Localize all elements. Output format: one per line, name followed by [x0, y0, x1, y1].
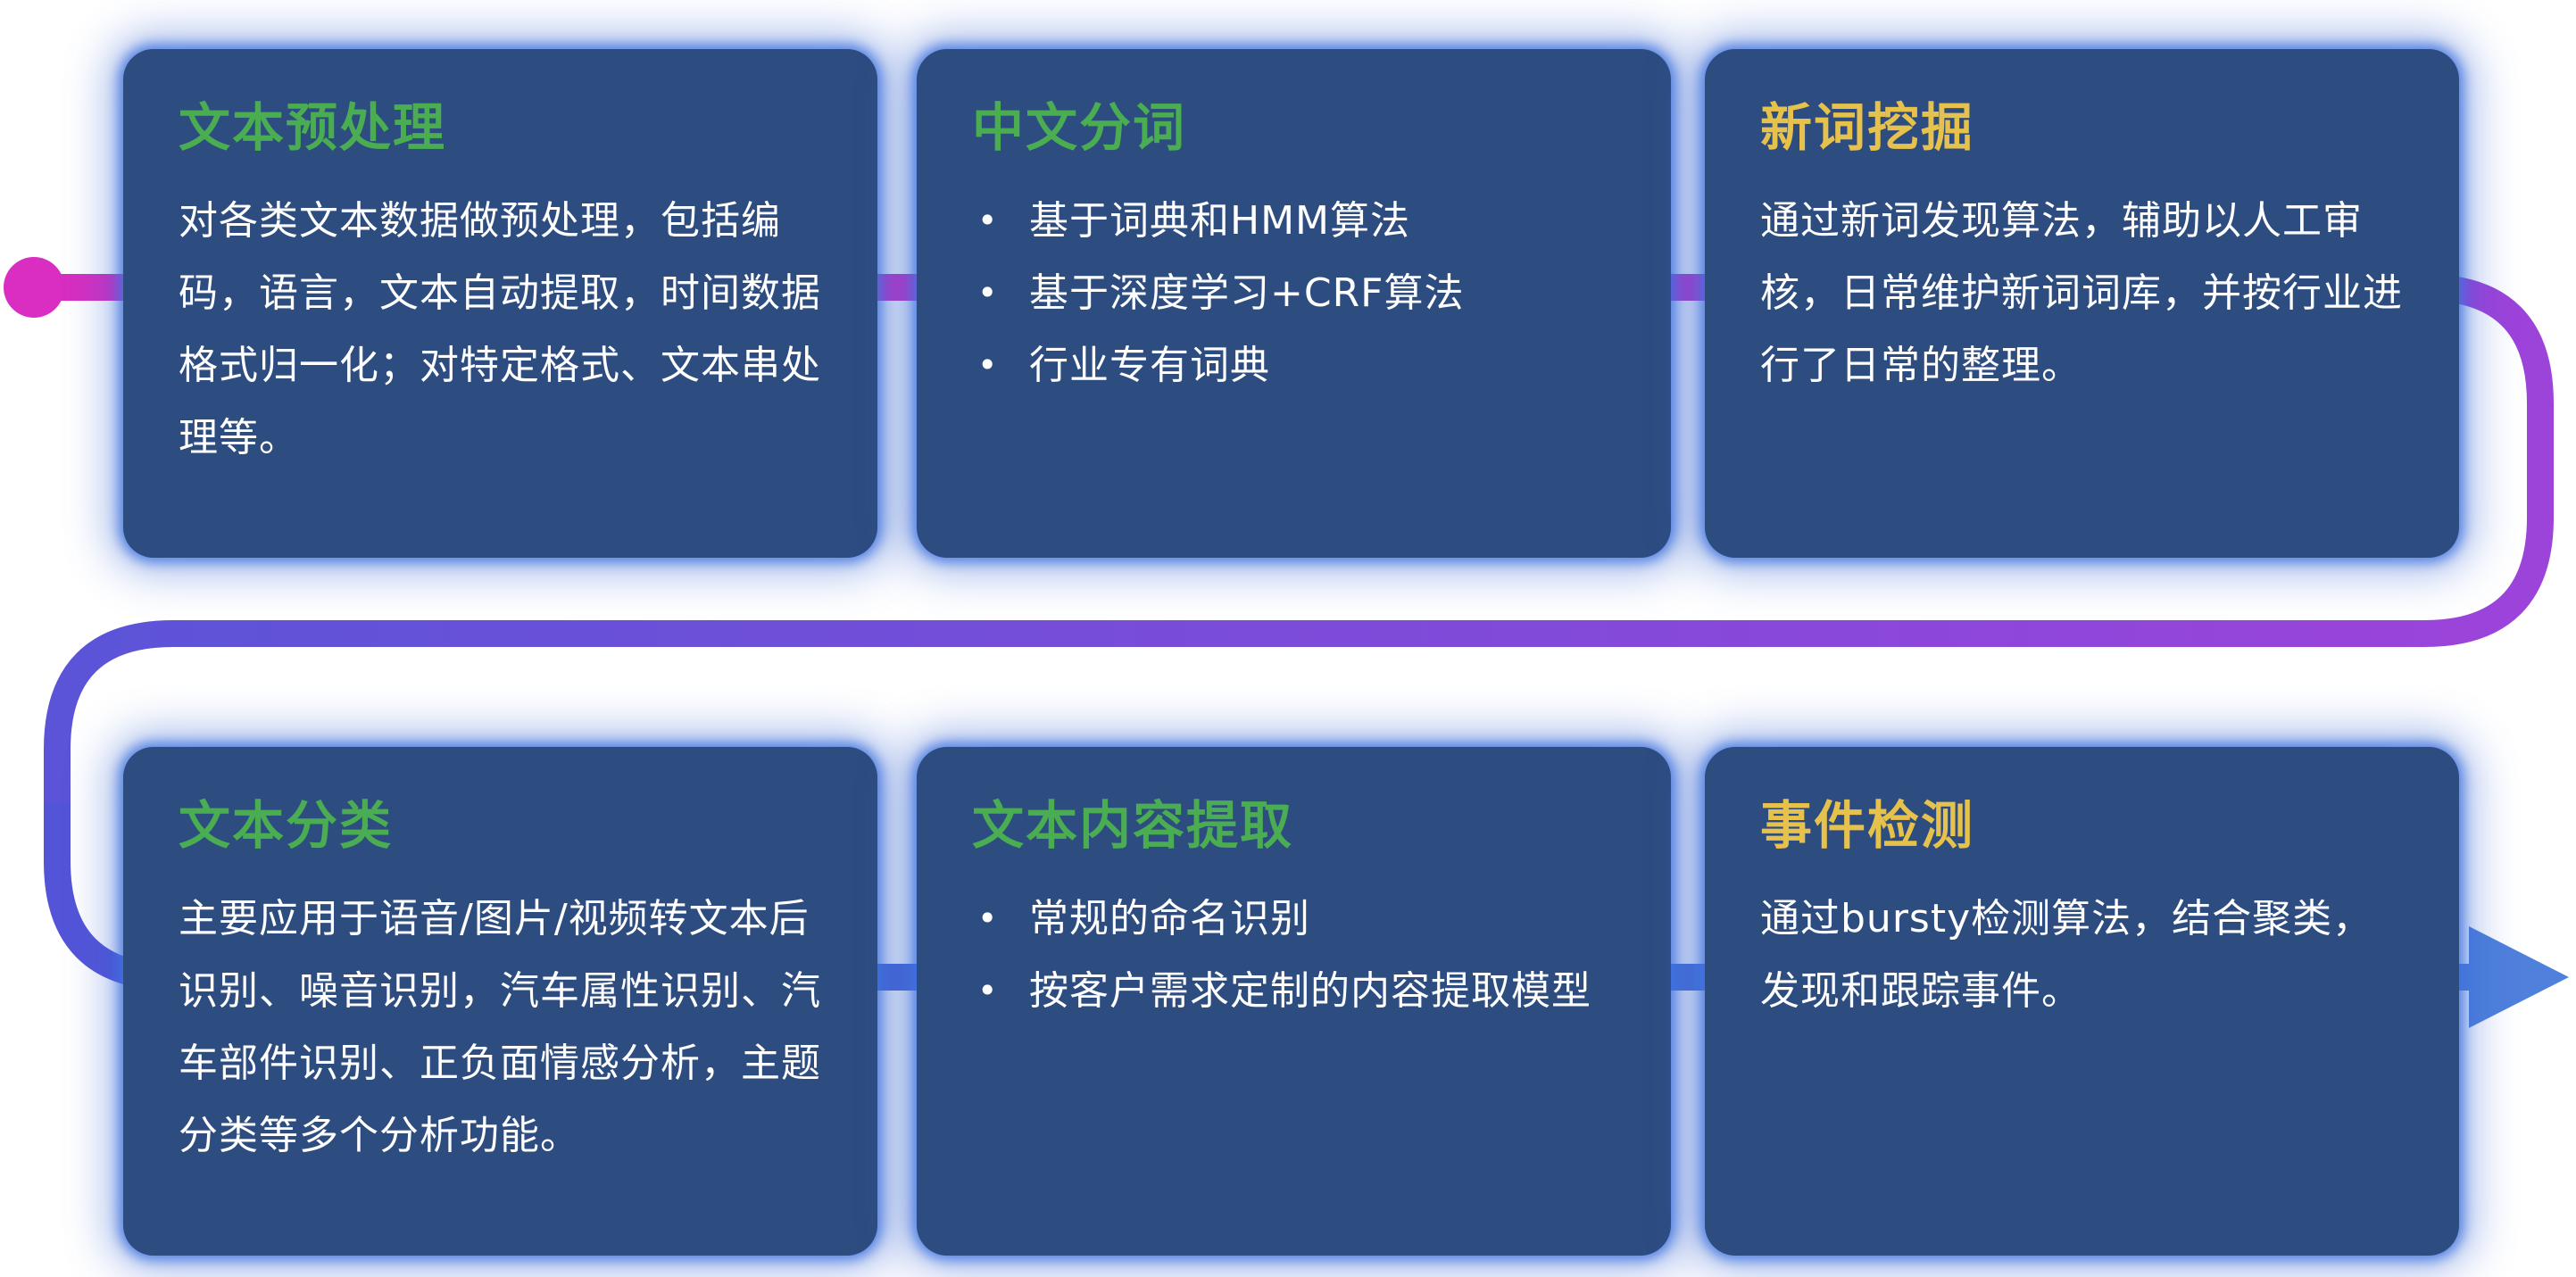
card-body: 通过新词发现算法，辅助以人工审核，日常维护新词词库，并按行业进行了日常的整理。	[1760, 197, 2403, 388]
bullet-icon: •	[977, 898, 999, 938]
bullet-item: • 按客户需求定制的内容提取模型	[972, 955, 1616, 1027]
card-text-classification: 文本分类 主要应用于语音/图片/视频转文本后识别、噪音识别，汽车属性识别、汽车部…	[123, 747, 877, 1256]
card-title: 文本分类	[179, 795, 394, 856]
card-body: 对各类文本数据做预处理，包括编码，语言，文本自动提取，时间数据格式归一化；对特定…	[179, 197, 821, 460]
bullet-icon: •	[977, 970, 999, 1010]
card-text-content-extraction: 文本内容提取 • 常规的命名识别 • 按客户需求定制的内容提取模型	[917, 747, 1671, 1256]
bullet-item: • 行业专有词典	[972, 329, 1616, 402]
flow-start-dot-icon	[4, 257, 64, 318]
card-new-word-mining: 新词挖掘 通过新词发现算法，辅助以人工审核，日常维护新词词库，并按行业进行了日常…	[1705, 49, 2459, 558]
bullet-text: 行业专有词典	[1029, 342, 1270, 388]
bullet-text: 基于词典和HMM算法	[1029, 197, 1411, 244]
card-bullet-list: • 基于词典和HMM算法 • 基于深度学习+CRF算法 • 行业专有词典	[972, 185, 1616, 402]
flow-path-middle	[44, 464, 2554, 803]
bullet-icon: •	[977, 200, 999, 240]
card-title: 文本预处理	[179, 97, 447, 158]
bullet-icon: •	[977, 272, 999, 312]
card-text-preprocessing: 文本预处理 对各类文本数据做预处理，包括编码，语言，文本自动提取，时间数据格式归…	[123, 49, 877, 558]
bullet-text: 基于深度学习+CRF算法	[1029, 269, 1465, 316]
card-title: 事件检测	[1760, 795, 1975, 856]
bullet-item: • 基于词典和HMM算法	[972, 185, 1616, 257]
card-body: 主要应用于语音/图片/视频转文本后识别、噪音识别，汽车属性识别、汽车部件识别、正…	[179, 895, 821, 1158]
card-event-detection: 事件检测 通过bursty检测算法，结合聚类，发现和跟踪事件。	[1705, 747, 2459, 1256]
flow-arrow-right-icon	[2469, 926, 2569, 1028]
bullet-text: 按客户需求定制的内容提取模型	[1029, 967, 1591, 1014]
bullet-text: 常规的命名识别	[1029, 895, 1310, 941]
bullet-item: • 常规的命名识别	[972, 883, 1616, 955]
bullet-item: • 基于深度学习+CRF算法	[972, 257, 1616, 329]
card-bullet-list: • 常规的命名识别 • 按客户需求定制的内容提取模型	[972, 883, 1616, 1027]
card-title: 新词挖掘	[1760, 97, 1975, 158]
bullet-icon: •	[977, 344, 999, 385]
card-body: 通过bursty检测算法，结合聚类，发现和跟踪事件。	[1760, 895, 2373, 1014]
card-title: 中文分词	[972, 97, 1187, 158]
card-chinese-word-segmentation: 中文分词 • 基于词典和HMM算法 • 基于深度学习+CRF算法 • 行业专有词…	[917, 49, 1671, 558]
card-title: 文本内容提取	[972, 795, 1294, 856]
